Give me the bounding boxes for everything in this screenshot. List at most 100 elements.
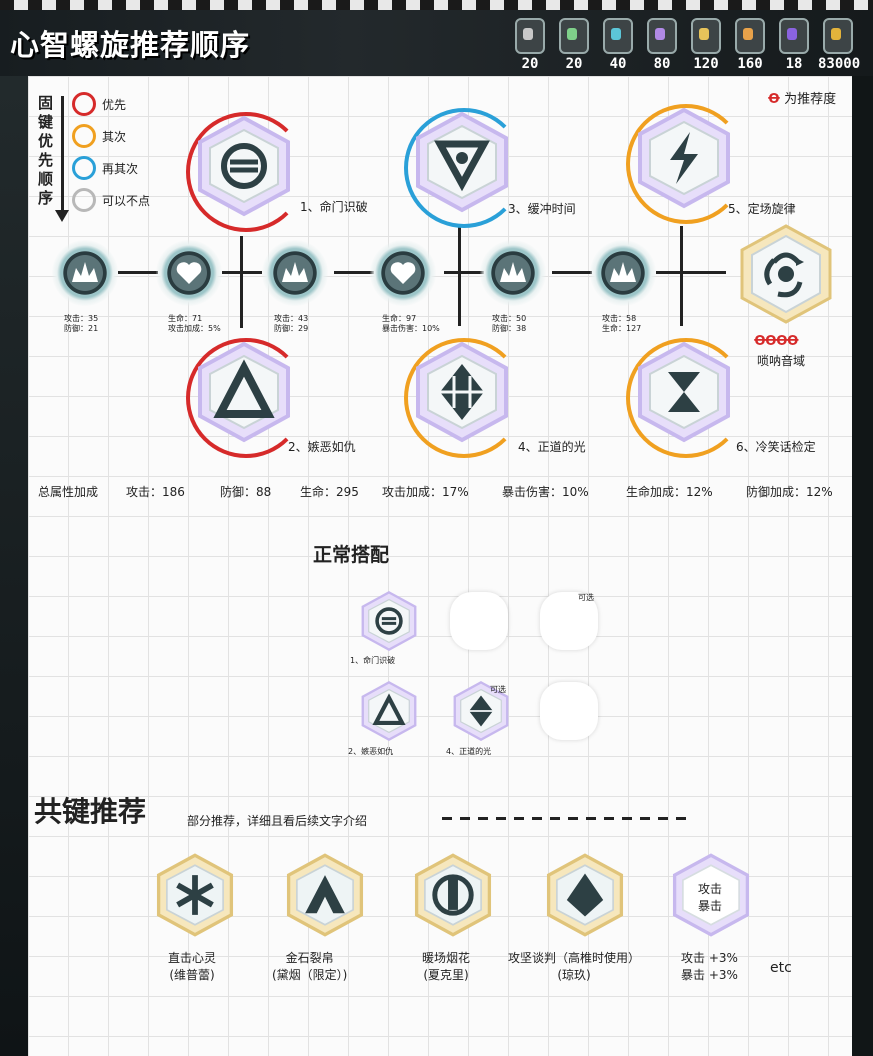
orange-capsule-icon	[735, 18, 765, 54]
final-key-rating: ꝊꝊꝊꝊ	[754, 334, 799, 349]
priority-ring	[626, 338, 746, 458]
left-dark-border	[0, 76, 28, 1056]
diamond-pillar-icon	[416, 341, 508, 443]
key-card[interactable]	[410, 340, 514, 444]
key-card[interactable]	[632, 340, 736, 444]
priority-ring	[186, 112, 306, 232]
legend-ring-icon	[72, 188, 96, 212]
empty-slot[interactable]	[450, 592, 508, 650]
decor-dash	[676, 817, 686, 820]
material-count: 83000	[818, 56, 861, 72]
stat-node[interactable]	[262, 240, 328, 306]
rating-symbol-icon: Ꝋ	[768, 92, 780, 107]
branch-line	[458, 226, 461, 326]
right-dark-border	[852, 76, 873, 1056]
legend-arrow-line	[61, 96, 64, 214]
shared-key-label: 金石裂帛(黛烟（限定）)	[272, 951, 348, 982]
material-count: 120	[693, 56, 719, 72]
path-line	[118, 271, 158, 274]
priority-ring	[186, 338, 306, 458]
path-line	[552, 271, 592, 274]
shared-key-label: 直击心灵(维普蕾)	[168, 951, 217, 982]
final-key-card[interactable]	[734, 222, 838, 326]
path-line	[334, 271, 374, 274]
key-label: 5、定场旋律	[728, 202, 796, 216]
decor-dash	[622, 817, 632, 820]
material-item: 20	[554, 18, 594, 72]
normal-key4-label: 4、正道的光	[446, 747, 492, 756]
material-item: 83000	[818, 18, 861, 72]
decor-dash	[604, 817, 614, 820]
gray-capsule-icon	[515, 18, 545, 54]
total-stat: 攻击：186	[126, 485, 185, 499]
attack-burst-icon	[282, 262, 308, 282]
material-item: 160	[730, 18, 770, 72]
decor-dash	[442, 817, 452, 820]
empty-slot[interactable]	[540, 682, 598, 740]
decor-dash	[586, 817, 596, 820]
decor-dash	[514, 817, 524, 820]
normal-key2-card[interactable]	[358, 680, 420, 742]
green-capsule-icon	[559, 18, 589, 54]
shared-subtitle: 部分推荐，详细且看后续文字介绍	[187, 814, 368, 828]
mountain-icon	[286, 853, 364, 937]
arrow-diamond-icon	[546, 853, 624, 937]
legend-label: 可以不点	[102, 194, 151, 208]
decor-dash	[532, 817, 542, 820]
shared-key-card[interactable]	[410, 852, 496, 938]
stat-node[interactable]	[52, 240, 118, 306]
stat-node[interactable]	[480, 240, 546, 306]
decor-dash	[478, 817, 488, 820]
material-count: 20	[565, 56, 583, 72]
down-arrow-icon	[55, 210, 69, 222]
key-card[interactable]	[632, 106, 736, 210]
priority-ring	[404, 108, 524, 228]
key-card[interactable]	[192, 340, 296, 444]
material-count: 80	[653, 56, 671, 72]
total-stat: 暴击伤害：10%	[502, 485, 589, 499]
inverted-triangle-icon	[416, 111, 508, 213]
heart-icon	[176, 262, 202, 284]
stat-node[interactable]	[370, 240, 436, 306]
generic-bonus-card[interactable]	[668, 852, 754, 938]
stat-node[interactable]	[156, 240, 222, 306]
key-card[interactable]	[410, 110, 514, 214]
legend-ring-icon	[72, 156, 96, 180]
priority-ring	[404, 338, 524, 458]
normal-key4-card[interactable]	[450, 680, 512, 742]
final-key-label: 唢呐音域	[757, 354, 806, 368]
key-label: 4、正道的光	[518, 440, 586, 454]
header-banner	[0, 10, 873, 76]
material-item: 20	[510, 18, 550, 72]
key-card[interactable]	[192, 114, 296, 218]
key-label: 6、冷笑话检定	[736, 440, 816, 454]
material-count: 18	[785, 56, 803, 72]
purple-capsule-icon	[647, 18, 677, 54]
etc-label: etc	[770, 960, 792, 976]
legend-label: 其次	[102, 130, 127, 144]
normal-section-title: 正常搭配	[313, 544, 390, 566]
shared-key-card[interactable]	[152, 852, 238, 938]
stat-node[interactable]	[590, 240, 656, 306]
shared-key-card[interactable]	[282, 852, 368, 938]
legend-ring-icon	[72, 92, 96, 116]
normal-key1-label: 1、命门识破	[350, 656, 396, 665]
optional-label: 可选	[490, 685, 506, 694]
branch-line	[240, 236, 243, 328]
shared-key-card[interactable]	[542, 852, 628, 938]
optional-slot[interactable]	[540, 592, 598, 650]
gold-capsule-icon	[691, 18, 721, 54]
attack-burst-icon	[610, 262, 636, 282]
normal-key1-card[interactable]	[358, 590, 420, 652]
decor-dash	[568, 817, 578, 820]
key-label: 1、命门识破	[300, 200, 368, 214]
material-item: 40	[598, 18, 638, 72]
shared-key-label: 攻坚谈判（高椎时使用）(琼玖)	[508, 951, 641, 982]
material-item: 120	[686, 18, 726, 72]
key-label: 3、缓冲时间	[508, 202, 576, 216]
